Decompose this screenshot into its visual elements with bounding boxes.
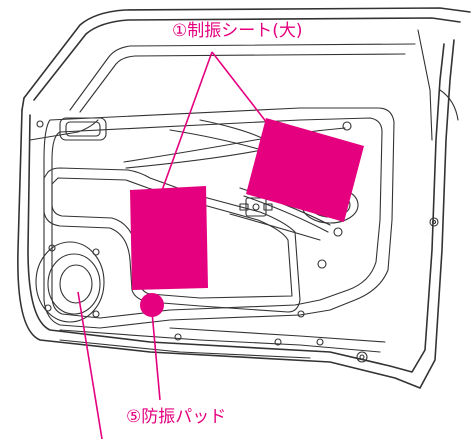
speaker — [35, 241, 105, 323]
door-handle-recess — [59, 117, 107, 141]
label-damping-sheet: ①制振シート(大) — [172, 21, 303, 41]
door-outer-panel — [17, 29, 459, 389]
leader-lines — [77, 51, 289, 439]
damping-sheet-upper — [246, 118, 364, 222]
label-anti-vibration-pad: ⑤防振パッド — [126, 407, 227, 427]
anti-vibration-pad — [140, 293, 164, 317]
door-inner-panel — [43, 107, 395, 329]
damping-sheet-lower — [130, 186, 208, 290]
door-window-frame — [21, 7, 471, 113]
lock-mechanism — [239, 197, 273, 217]
lower-reinforcement — [59, 327, 386, 359]
